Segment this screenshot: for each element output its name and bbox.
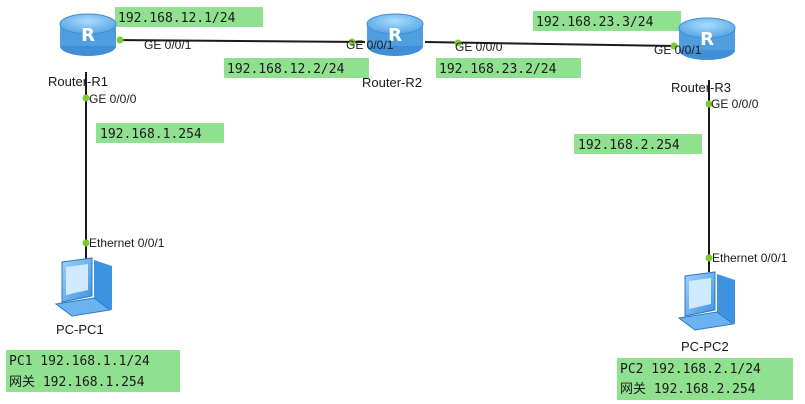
svg-text:R: R [81,25,95,46]
ip-label-r2-right: 192.168.23.2/24 [439,62,557,77]
ip-label-pc1-ip: PC1 192.168.1.1/24 [9,354,150,369]
ip-label-r2-left: 192.168.12.2/24 [227,62,345,77]
port-dot [82,94,90,102]
ip-label-r1-lan: 192.168.1.254 [100,127,202,142]
ip-label-r3-wan: 192.168.23.3/24 [536,15,654,30]
pc-icon [677,271,735,331]
link-r1-r2 [117,39,366,43]
ip-label-pc1-gw: 网关 192.168.1.254 [9,375,145,390]
ip-label-pc2-gw: 网关 192.168.2.254 [620,382,756,397]
port-label-r3-ge001: GE 0/0/1 [654,43,702,57]
label-backgrounds [6,7,793,400]
pc-pc1-label: PC-PC1 [56,322,104,337]
port-label-pc2-eth: Ethernet 0/0/1 [712,251,788,265]
svg-text:R: R [388,25,402,46]
ip-label-pc2-ip: PC2 192.168.2.1/24 [620,362,761,377]
port-label-r1-ge001: GE 0/0/1 [144,38,192,52]
router-icon: R [366,13,424,56]
port-dot [82,239,90,247]
router-r2-label: Router-R2 [362,75,422,90]
router-r1[interactable]: R [59,13,117,56]
ip-label-r1-wan: 192.168.12.1/24 [118,11,236,26]
pc-pc2[interactable] [677,271,735,331]
router-r1-label: Router-R1 [48,74,108,89]
port-dot [705,254,713,262]
pc-pc1[interactable] [54,257,112,317]
port-dots [82,36,713,262]
svg-text:R: R [700,29,714,50]
port-label-r1-ge000: GE 0/0/0 [89,92,137,106]
router-r2[interactable]: R [366,13,424,56]
port-label-pc1-eth: Ethernet 0/0/1 [89,236,165,250]
router-r3-label: Router-R3 [671,80,731,95]
router-r3[interactable]: R [678,17,736,60]
link-r2-r3 [424,41,676,47]
port-dot [348,38,356,46]
port-label-r2-ge001: GE 0/0/1 [346,38,394,52]
pc-pc2-label: PC-PC2 [681,339,729,354]
port-label-r3-ge000: GE 0/0/0 [711,97,759,111]
port-dot [454,39,462,47]
port-dot [116,36,124,44]
links [85,39,710,272]
router-icon: R [59,13,117,56]
port-dot [670,42,678,50]
port-dot [705,100,713,108]
ip-label-r3-lan: 192.168.2.254 [578,138,680,153]
router-icon: R [678,17,736,60]
pc-icon [54,257,112,317]
port-label-r2-ge000: GE 0/0/0 [455,40,503,54]
